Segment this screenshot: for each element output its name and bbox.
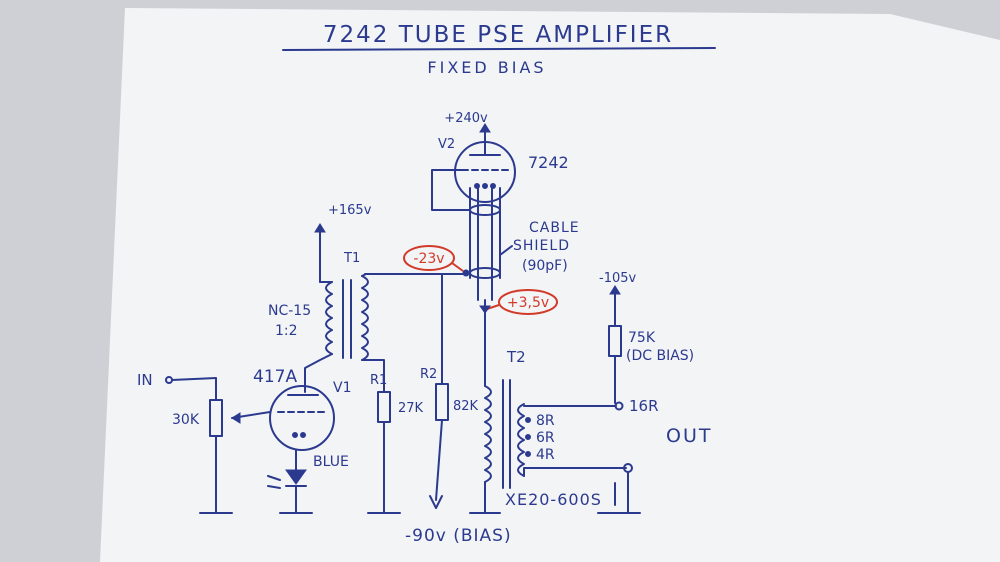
v1-pin bbox=[300, 432, 306, 438]
cable-shield-label-1: CABLE bbox=[529, 220, 580, 236]
tap-6-label: 6R bbox=[536, 430, 555, 446]
tap-4-label: 4R bbox=[536, 447, 555, 463]
t1-secondary-coil bbox=[361, 275, 369, 361]
output-common-wire bbox=[523, 467, 627, 477]
cable-shield-label-3: (90pF) bbox=[522, 258, 568, 274]
cable-shield-label-2: SHIELD bbox=[513, 238, 570, 254]
title-underline bbox=[282, 47, 716, 51]
grid-voltage-bubble bbox=[403, 245, 455, 271]
bias-supply-label: -90v (BIAS) bbox=[405, 526, 512, 546]
t1-label: T1 bbox=[343, 251, 360, 266]
paper-sheet bbox=[100, 8, 1000, 562]
t1-type-label: NC-15 bbox=[268, 303, 311, 319]
cathode-arrow bbox=[479, 305, 491, 314]
led-symbol bbox=[285, 469, 307, 485]
dc-bias-note: (DC BIAS) bbox=[626, 348, 694, 364]
r1-label: R1 bbox=[370, 373, 387, 388]
v2-type-label: 7242 bbox=[528, 153, 569, 172]
dc-bias-value: 75K bbox=[628, 330, 656, 346]
v2-tube-envelope bbox=[454, 141, 516, 203]
plus240-arrow bbox=[479, 123, 491, 133]
minus105-label: -105v bbox=[599, 271, 637, 286]
pot-wiper-arrow bbox=[231, 412, 241, 424]
input-label: IN bbox=[137, 371, 153, 389]
v1-pin bbox=[292, 432, 298, 438]
tap-6-dot bbox=[525, 434, 531, 440]
led-light-ray bbox=[267, 485, 281, 489]
v2-pin bbox=[482, 183, 488, 189]
v1-tube-envelope bbox=[269, 385, 335, 451]
cable-shield-top bbox=[469, 204, 501, 216]
schematic-subtitle: FIXED BIAS bbox=[427, 58, 546, 77]
input-wire bbox=[171, 377, 217, 401]
r1-value: 27K bbox=[398, 401, 424, 416]
t2-label: T2 bbox=[506, 348, 526, 366]
t1-ratio-label: 1:2 bbox=[275, 323, 298, 339]
cathode-voltage-label: +3,5v bbox=[507, 295, 549, 311]
v1-plate-wire bbox=[304, 353, 333, 393]
output-terminal-common bbox=[623, 463, 633, 473]
schematic-title: 7242 TUBE PSE AMPLIFIER bbox=[323, 22, 673, 48]
cable-shield-bottom bbox=[469, 267, 501, 279]
plus240-label: +240v bbox=[444, 111, 488, 126]
grid-voltage-label: -23v bbox=[413, 251, 444, 267]
cathode-voltage-pointer bbox=[486, 304, 500, 310]
tap-8-label: 8R bbox=[536, 413, 555, 429]
plus165-arrow bbox=[314, 223, 326, 233]
v1-label: V1 bbox=[333, 380, 351, 396]
v2-grid-wire bbox=[431, 169, 471, 211]
t2-secondary-coil bbox=[517, 403, 525, 477]
cathode-voltage-bubble bbox=[498, 289, 558, 315]
minus105-arrow bbox=[609, 285, 621, 295]
bias-supply-wire bbox=[435, 419, 443, 501]
cable-shield-pointer bbox=[499, 245, 513, 256]
plus165-label: +165v bbox=[328, 203, 372, 218]
t2-type-label: XE20-600S bbox=[505, 490, 602, 509]
led-label: BLUE bbox=[313, 454, 349, 470]
bias-supply-arrow bbox=[429, 495, 443, 509]
tap-8-dot bbox=[525, 417, 531, 423]
grid-voltage-pointer bbox=[451, 262, 464, 272]
r2-value: 82K bbox=[453, 399, 479, 414]
v1-type-label: 417A bbox=[253, 367, 297, 387]
r2-label: R2 bbox=[420, 367, 437, 382]
tap-4-dot bbox=[525, 451, 531, 457]
output-terminal-16r bbox=[614, 401, 624, 411]
t1-secondary-top bbox=[361, 273, 367, 277]
t2-primary-coil bbox=[484, 385, 492, 483]
tap-16-label: 16R bbox=[629, 397, 659, 415]
led-light-ray bbox=[267, 475, 281, 481]
output-label: OUT bbox=[666, 425, 712, 447]
pot-label: 30K bbox=[172, 412, 200, 428]
v2-label: V2 bbox=[438, 137, 455, 152]
r1-top-wire bbox=[361, 359, 385, 393]
t1-primary-coil bbox=[325, 281, 333, 355]
